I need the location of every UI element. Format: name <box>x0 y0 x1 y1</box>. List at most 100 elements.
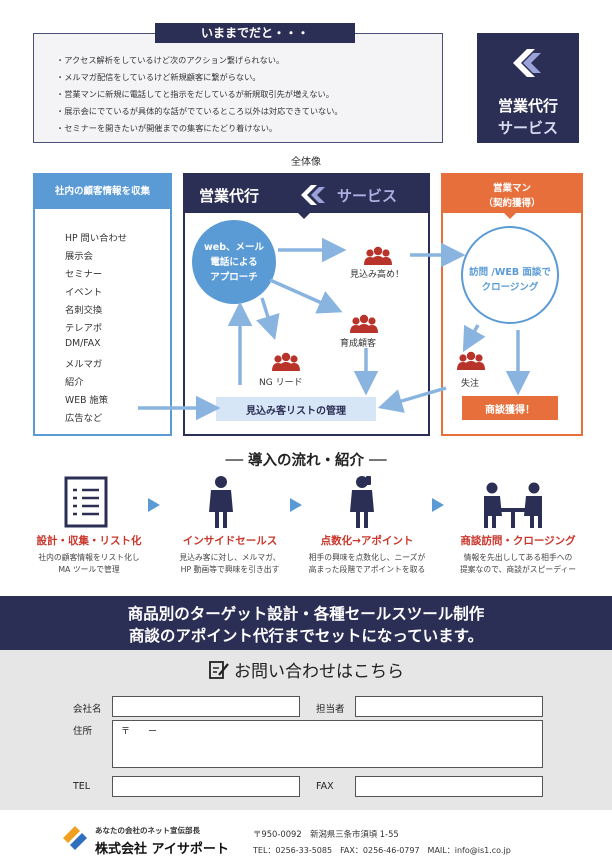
contact-title-text: お問い合わせはこちら <box>234 662 404 682</box>
deal-won-label: 商談獲得！ <box>485 405 535 416</box>
ng-lead-label: NG リード <box>259 378 303 388</box>
source-item: セミナー <box>65 269 103 280</box>
closing-label: 訪問 /WEB 面談で クロージング <box>462 265 558 295</box>
step-desc-line: MA ツールで管理 <box>58 565 120 574</box>
source-item: HP 問い合わせ <box>65 233 128 244</box>
closing-text: 訪問 /WEB 面談で <box>469 267 551 278</box>
postal-mark: 〒 ー <box>121 727 158 737</box>
step-desc-line: 情報を先出ししてある相手への <box>463 553 573 562</box>
fax-field[interactable] <box>355 776 543 797</box>
deal-won-box <box>462 396 558 420</box>
banner-line: 商品別のターゲット設計・各種セールスツール制作 <box>127 605 485 623</box>
flow-icons <box>64 476 542 528</box>
flow-arrow-icon <box>290 498 302 512</box>
overview-label: 全体像 <box>291 157 321 168</box>
step-desc-line: HP 動画等で興味を引き出す <box>180 565 280 574</box>
source-item: 名刺交換 <box>65 305 103 316</box>
contact-title: お問い合わせはこちら <box>0 657 612 682</box>
logo-mark-icon <box>301 185 325 205</box>
company-field[interactable] <box>112 696 300 717</box>
source-item: 広告など <box>65 413 103 424</box>
step-desc-line: 見込み客に対し、メルマガ、 <box>179 553 281 562</box>
step-title: 点数化→アポイント <box>320 535 414 547</box>
checklist-icon <box>64 476 108 528</box>
prospect-people-icon <box>364 246 392 265</box>
problems-title: いままでだと・・・ <box>155 23 355 43</box>
approach-text: アプローチ <box>210 272 258 283</box>
step-desc-line: 社内の顧客情報をリスト化し <box>38 553 140 562</box>
sales-rep-title: 営業マン <box>492 183 531 194</box>
sales-rep-subtitle: （契約獲得） <box>483 198 541 209</box>
source-item: 展示会 <box>65 251 93 262</box>
sales-rep-heading: 営業マン （契約獲得） <box>443 175 581 213</box>
meeting-icon <box>484 482 542 528</box>
problems-box: ・アクセス解析をしているけど次のアクション繋げられない。 ・メルマガ配信をしてい… <box>33 33 443 143</box>
lost-people-icon <box>457 351 485 370</box>
logo-mark-icon <box>513 49 541 77</box>
ng-people-icon <box>272 352 300 371</box>
logo-text-line1: 営業代行 <box>497 97 558 115</box>
list-management-label: 見込み客リストの管理 <box>246 406 346 417</box>
problem-item: ・メルマガ配信をしているけど新規顧客に繋がらない。 <box>56 72 261 82</box>
lost-label: 失注 <box>461 379 480 389</box>
tel-field[interactable] <box>112 776 300 797</box>
service-logo: 営業代行 サービス <box>477 33 579 143</box>
person-field[interactable] <box>355 696 543 717</box>
logo-text-line2: サービス <box>497 119 558 137</box>
service-title-b: サービス <box>337 187 398 205</box>
company-tagline: あなたの会社のネット宣伝部長 <box>95 826 200 835</box>
source-item: テレアポ <box>65 323 103 334</box>
service-title-a: 営業代行 <box>199 187 260 205</box>
approach-text: web、メール <box>203 242 265 253</box>
step-description: 情報を先出ししてある相手への 提案なので、商談がスピーディー <box>448 552 588 576</box>
step-description: 見込み客に対し、メルマガ、 HP 動画等で興味を引き出す <box>160 552 300 576</box>
address-field[interactable]: 〒 ー <box>112 720 543 768</box>
customer-info-column: 社内の顧客情報を収集 HP 問い合わせ 展示会 セミナー イベント 名刺交換 テ… <box>33 173 172 436</box>
summary-banner: 商品別のターゲット設計・各種セールスツール制作 商談のアポイント代行までセットに… <box>0 596 612 650</box>
customer-info-heading: 社内の顧客情報を収集 <box>35 175 170 209</box>
company-address: 〒950-0092 新潟県三条市須頃 1-55 <box>253 829 399 839</box>
prospect-label: 見込み高め！ <box>350 270 405 280</box>
company-contact: TEL：0256-33-5085 FAX：0256-46-0797 MAIL：i… <box>253 846 511 855</box>
businessman-icon <box>209 476 233 528</box>
source-item: 紹介 <box>65 377 84 388</box>
step-desc-line: 提案なので、商談がスピーディー <box>459 565 577 574</box>
problem-item: ・アクセス解析をしているけど次のアクション繋げられない。 <box>56 55 285 65</box>
source-item: DM/FAX <box>65 338 101 349</box>
fax-label: FAX <box>316 781 334 792</box>
approach-circle <box>192 220 276 304</box>
person-label: 担当者 <box>316 704 345 715</box>
flow-arrow-icon <box>148 498 160 512</box>
approach-text: 電話による <box>210 257 258 268</box>
problem-item: ・セミナーを開きたいが開催までの集客にたどり着けない。 <box>56 123 278 133</box>
company-name: 株式会社 アイサポート <box>95 842 229 857</box>
tel-label: TEL <box>73 781 91 792</box>
flow-title: ── 導入の流れ・紹介 ── <box>225 453 387 469</box>
step-title: 商談訪問・クロージング <box>460 535 576 547</box>
step-desc-line: 高まった段階でアポイントを取る <box>308 565 426 574</box>
step-description: 社内の顧客情報をリスト化し MA ツールで管理 <box>19 552 159 576</box>
problem-item: ・営業マンに新規に電話してと指示をだしているが新規取引先が増えない。 <box>56 89 334 99</box>
source-item: イベント <box>65 287 103 298</box>
problem-item: ・展示会にでているが具体的な話がでているところ以外は対応できていない。 <box>56 106 343 116</box>
closing-text: クロージング <box>481 282 539 293</box>
step-description: 相手の興味を点数化し、ニーズが 高まった段階でアポイントを取る <box>297 552 437 576</box>
source-item: メルマガ <box>65 359 103 370</box>
phone-call-icon <box>350 476 374 528</box>
company-logo-icon <box>63 826 87 850</box>
company-label: 会社名 <box>73 704 102 715</box>
step-title: 設計・収集・リスト化 <box>36 535 142 547</box>
step-title: インサイドセールス <box>182 535 278 547</box>
service-center-heading: 営業代行 サービス <box>185 175 428 213</box>
list-management-box <box>216 397 376 421</box>
address-label: 住所 <box>73 726 93 737</box>
closing-circle <box>461 226 559 324</box>
nurture-people-icon <box>350 314 378 333</box>
banner-line: 商談のアポイント代行までセットになっています。 <box>128 627 484 645</box>
approach-label: web、メール 電話による アプローチ <box>192 240 276 285</box>
nurture-label: 育成顧客 <box>340 339 377 349</box>
source-item: WEB 施策 <box>65 395 108 406</box>
edit-form-icon <box>209 661 229 679</box>
overview-diagram <box>138 211 559 421</box>
step-desc-line: 相手の興味を点数化し、ニーズが <box>308 553 426 562</box>
